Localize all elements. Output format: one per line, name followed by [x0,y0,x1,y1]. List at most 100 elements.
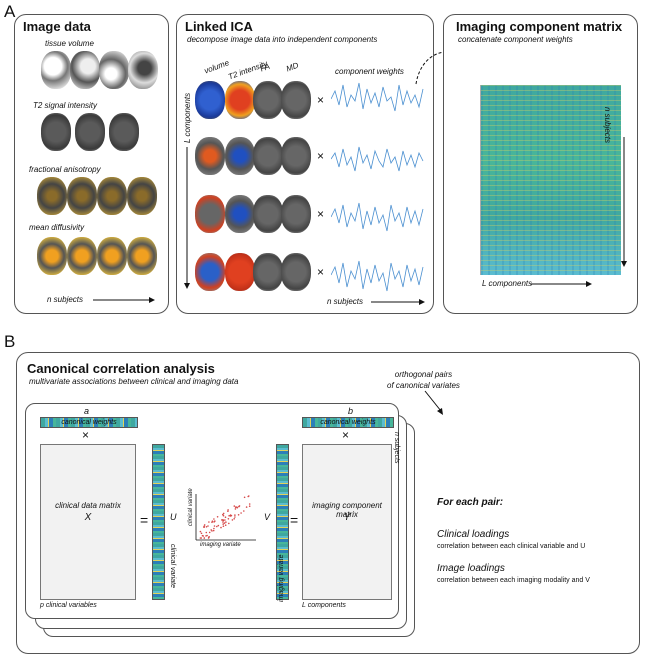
p-clinical-variables-label: p clinical variables [40,602,97,609]
scatter-point [227,510,229,512]
component-weights-label: component weights [335,67,404,76]
clinical-matrix-label: clinical data matrix [55,501,121,510]
panel-label-a: A [4,2,16,21]
scatter-point [228,515,230,517]
scatter-point [238,505,240,508]
scatter-point [216,525,218,528]
scatter-point [205,526,208,528]
scatter-point [247,495,249,498]
scatter-point [213,525,216,527]
scatter-point [234,508,237,510]
weight-trace-3 [331,202,424,232]
imaging-matrix-label: imaging component matrix [312,501,382,519]
scatter-point [245,506,248,508]
l-components-label: L components [183,92,192,143]
linked-ica-subtitle: decompose image data into independent co… [187,35,378,44]
canonical-weights-a-label: canonical weights [61,419,117,426]
canonical-weights-a: canonical weights [40,417,138,428]
image-loadings-title: Image loadings [437,563,505,574]
scatter-point [216,516,219,518]
panel-label-b: B [4,332,16,351]
scatter-point [208,521,210,523]
scatter-point [234,514,236,516]
ica-n-subjects-label: n subjects [327,297,364,306]
times-a: × [82,428,90,442]
scatter-point [203,526,205,528]
scatter-point [212,529,215,532]
image-loadings-desc: correlation between each imaging modalit… [437,577,590,584]
scatter-point [243,510,245,512]
weight-traces [331,82,424,292]
cca-subtitle: multivariate associations between clinic… [29,377,239,386]
scatter-point [243,496,246,499]
canonical-weights-b: canonical weights [302,417,394,428]
col-label-md: MD [285,60,300,74]
cca-panel: Canonical correlation analysis multivari… [16,352,640,654]
y-variable: Y [343,512,351,523]
clinical-data-matrix: clinical data matrix X [40,444,136,600]
scatter-point [199,530,202,533]
scatter-point [224,524,227,526]
scatter-x-label: imaging variate [200,542,241,548]
scatter-point [225,521,227,523]
row-label-fa: fractional anisotropy [29,165,101,174]
scatter-point [227,509,229,511]
scatter-point [222,525,225,527]
scatter-point [224,516,227,518]
scatter-point [217,524,220,527]
col-label-fa: FA [259,61,272,74]
times-sign-4: × [317,265,325,279]
scatter-point [211,530,213,532]
matrix-l-components-arrow [530,281,592,287]
n-subjects-vlabel-b: n subjects [393,432,400,464]
weight-trace-2 [331,146,424,172]
scatter-point [208,531,211,534]
x-variable: X [84,512,92,523]
scatter-point [207,537,210,539]
weight-trace-1 [331,82,424,112]
scatter-point [240,512,242,514]
u-variable: U [170,512,177,522]
scatter-point [222,521,224,523]
scatter-y-label: clinical variate [188,488,194,526]
scatter-point [202,535,205,537]
cca-title: Canonical correlation analysis [27,361,215,376]
scatter-point [222,523,224,525]
n-subjects-arrow [93,297,155,303]
b-letter: b [348,406,354,416]
matrix-n-subjects-arrow [621,137,627,267]
equals-a: = [140,512,149,528]
orthogonal-pairs-label: orthogonal pairs of canonical variates [387,370,460,390]
for-each-pair: For each pair: [437,497,504,508]
scatter-point [211,521,213,524]
scatter-point [200,532,203,535]
scatter-point [203,537,206,539]
scatter-point [233,518,235,520]
matrix-l-components-label: L components [482,279,533,288]
scatter-point [213,521,215,523]
ica-n-subjects-arrow [371,299,425,305]
scatter-point [205,531,208,534]
clinical-variate-vlabel: clinical variate [169,544,176,588]
orthogonal-pairs-arrow [424,390,443,415]
scatter-point [207,525,209,527]
scatter-point [206,534,208,537]
scatter-point [222,514,225,517]
scatter-point [222,512,225,515]
scatter-point [227,518,230,520]
scatter-point [236,506,239,509]
clinical-loadings-desc: correlation between each clinical variab… [437,543,586,550]
scatter-point [248,503,251,505]
n-subjects-label: n subjects [47,295,84,304]
row-label-tissue-volume: tissue volume [45,39,94,48]
component-matrix-heatmap [480,85,621,275]
scatter-point [237,514,240,516]
clinical-loadings-title: Clinical loadings [437,529,510,540]
matrix-subtitle: concatenate component weights [458,35,573,44]
scatter-point [220,526,222,529]
scatter-point [213,518,215,520]
scatter-point [248,505,251,507]
imaging-component-matrix: imaging component matrix Y [302,444,392,600]
scatter-point [222,519,225,522]
scatter-point [200,537,203,539]
